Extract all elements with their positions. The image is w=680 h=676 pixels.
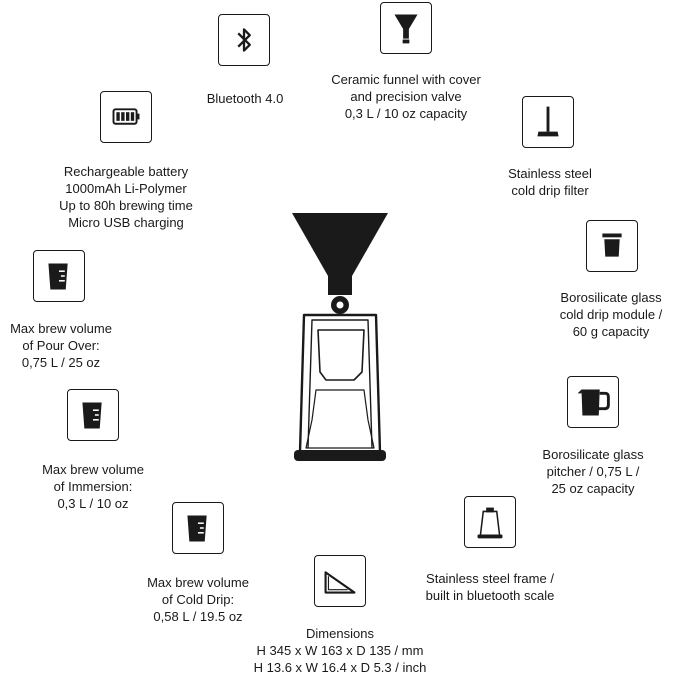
dimensions-label: Dimensions H 345 x W 163 x D 135 / mm H … xyxy=(253,626,427,675)
module-icon xyxy=(586,220,638,272)
battery-icon xyxy=(100,91,152,143)
battery-label: Rechargeable battery 1000mAh Li-Polymer … xyxy=(59,164,193,230)
bluetooth-icon xyxy=(218,14,270,66)
frame-icon xyxy=(464,496,516,548)
module-label: Borosilicate glass cold drip module / 60… xyxy=(559,290,663,339)
filter-label: Stainless steel cold drip filter xyxy=(508,166,592,198)
bluetooth-label: Bluetooth 4.0 xyxy=(206,91,284,106)
funnel-label: Ceramic funnel with cover and precision … xyxy=(331,72,481,121)
pitcher-icon xyxy=(567,376,619,428)
pour-over-beaker-icon xyxy=(33,250,85,302)
dimensions-icon xyxy=(314,555,366,607)
cold-drip-beaker-icon xyxy=(172,502,224,554)
immersion-beaker-icon xyxy=(67,389,119,441)
funnel-icon xyxy=(380,2,432,54)
cold-drip-label: Max brew volume of Cold Drip: 0,58 L / 1… xyxy=(147,575,249,624)
filter-icon xyxy=(522,96,574,148)
pour-over-label: Max brew volume of Pour Over: 0,75 L / 2… xyxy=(10,321,112,370)
immersion-label: Max brew volume of Immersion: 0,3 L / 10… xyxy=(42,462,144,511)
frame-label: Stainless steel frame / built in bluetoo… xyxy=(425,571,555,603)
pitcher-label: Borosilicate glass pitcher / 0,75 L / 25… xyxy=(542,447,644,496)
